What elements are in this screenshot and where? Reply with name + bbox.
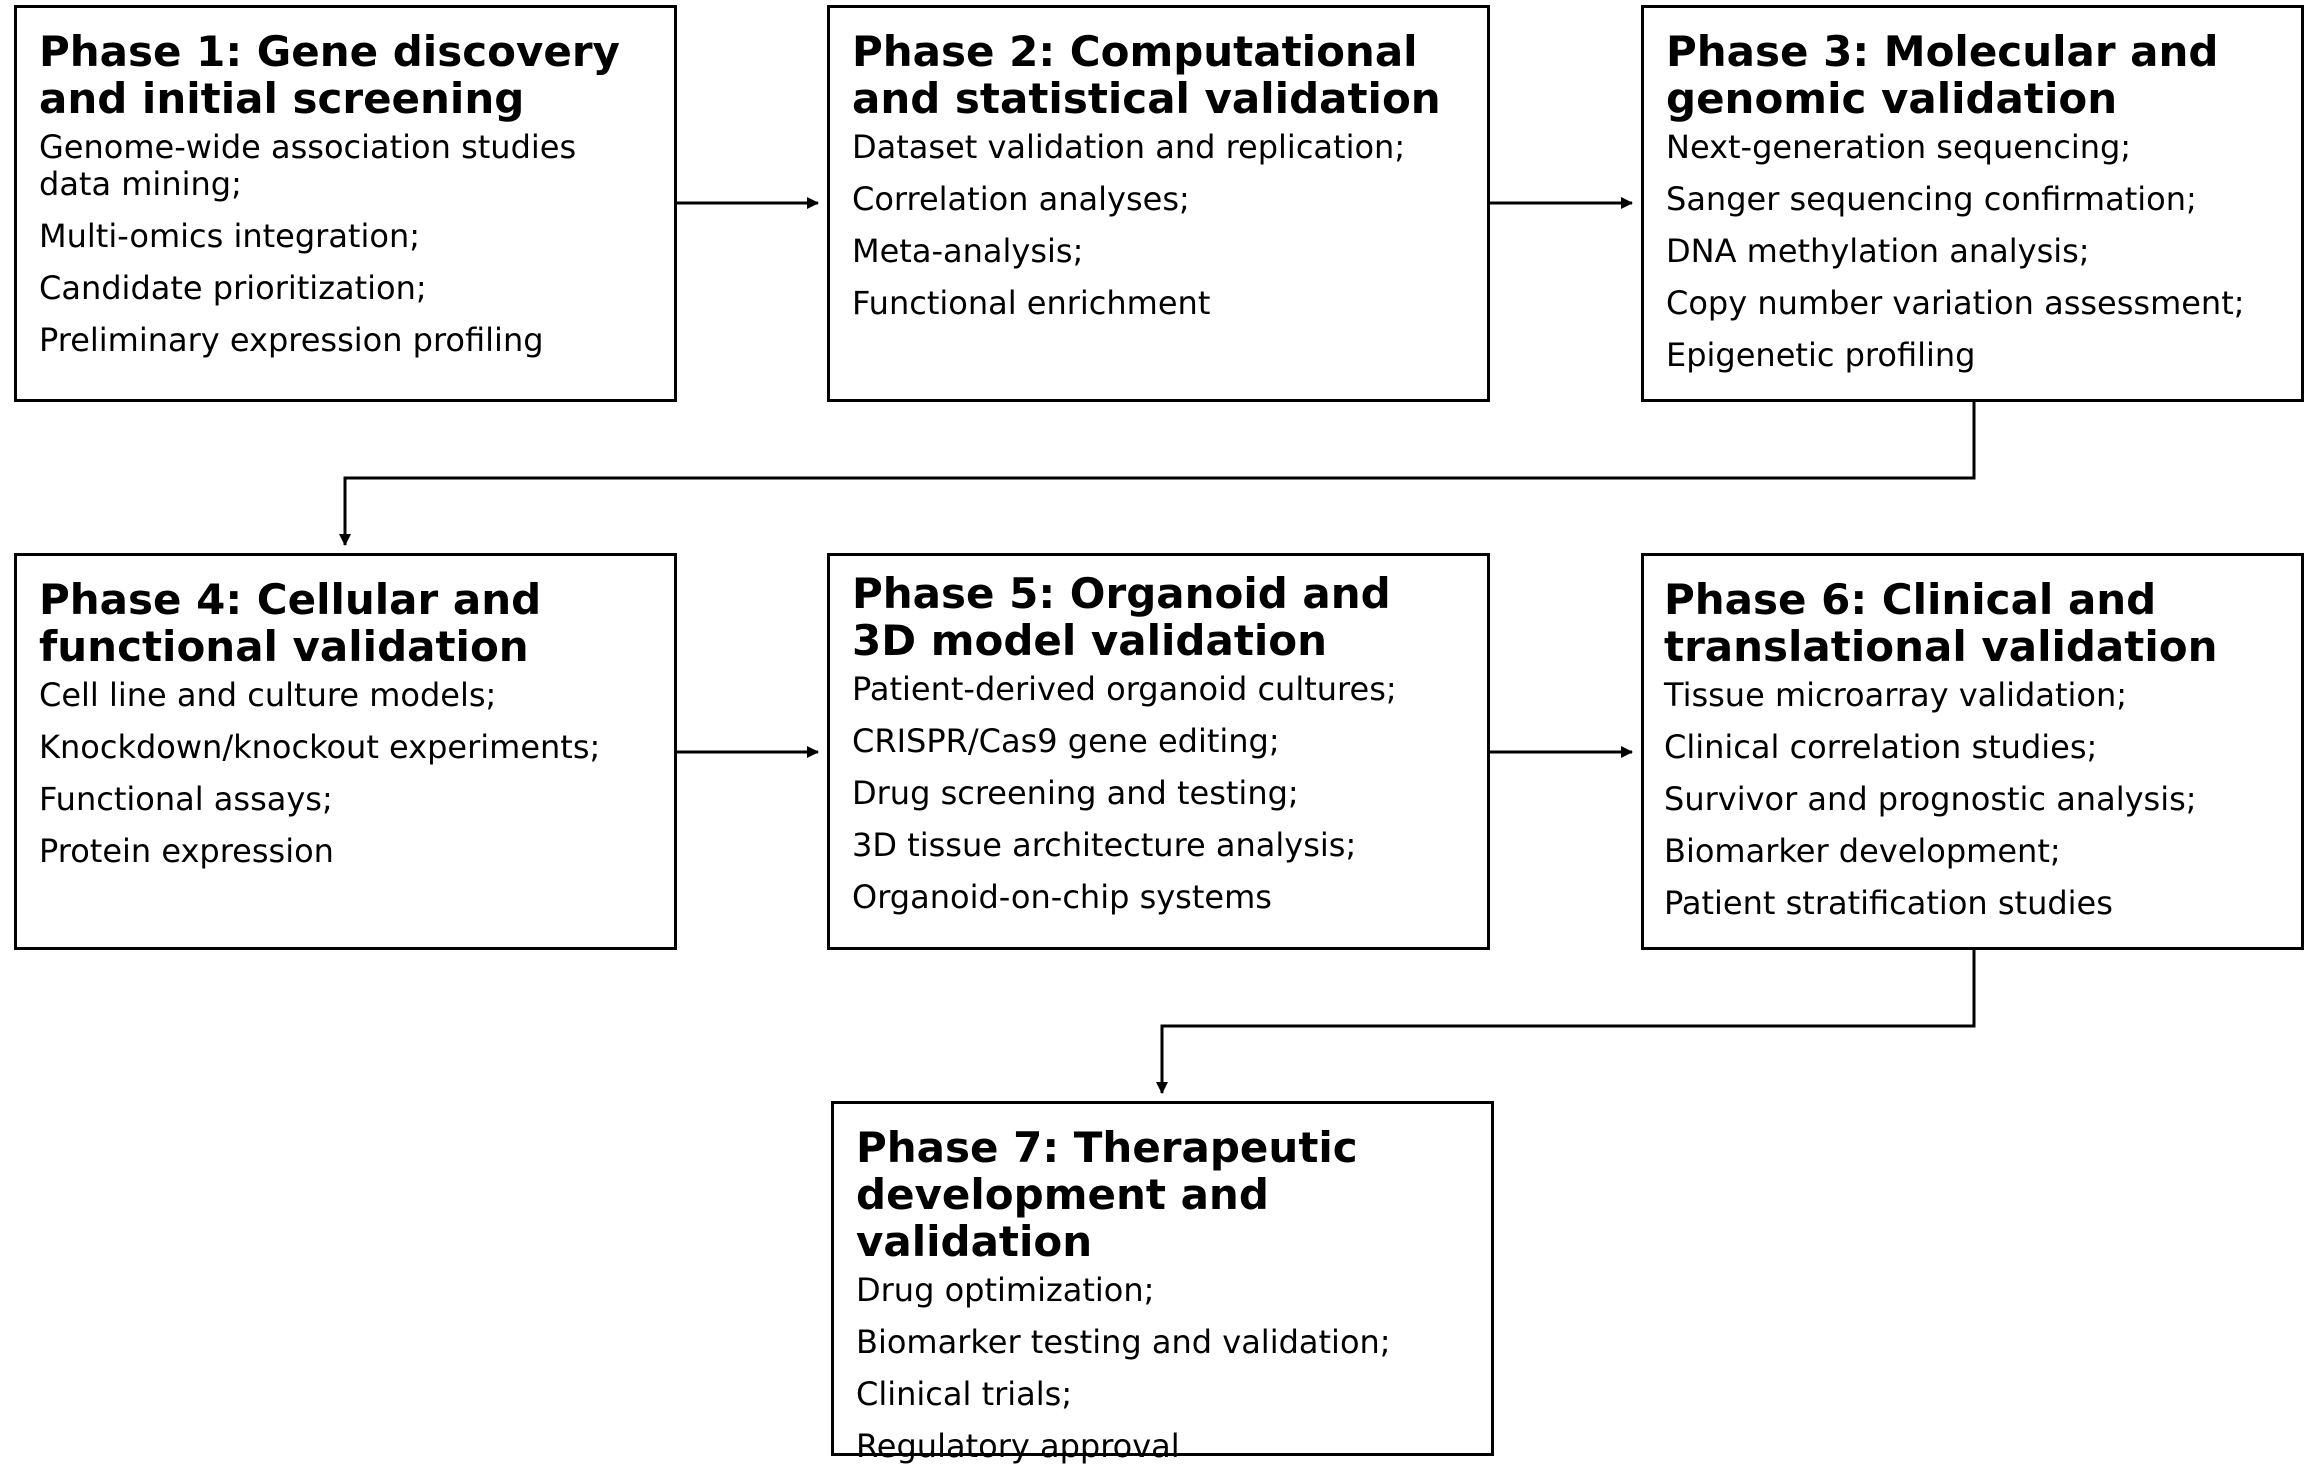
phase-5-item: Drug screening and testing; <box>852 774 1299 812</box>
phase-5-items: Patient-derived organoid cultures; CRISP… <box>852 671 1465 916</box>
arrow-phase6-to-phase7 <box>1156 950 1976 1094</box>
phase-6-item: Clinical correlation studies; <box>1664 728 2098 766</box>
phase-6-box: Phase 6: Clinical and translational vali… <box>1641 553 2304 950</box>
phase-3-item: Epigenetic profiling <box>1666 336 1976 374</box>
phase-4-item: Cell line and culture models; <box>39 676 497 714</box>
phase-2-box: Phase 2: Computational and statistical v… <box>827 5 1490 402</box>
phase-7-box: Phase 7: Therapeutic development and val… <box>831 1101 1494 1465</box>
phase-2-item: Meta-analysis; <box>852 232 1084 270</box>
phase-2-items: Dataset validation and replication; Corr… <box>852 129 1465 322</box>
phase-1-item: Multi-omics integration; <box>39 217 420 255</box>
phase-4-title: Phase 4: Cellular and functional validat… <box>39 575 542 671</box>
arrow-phase3-to-phase4 <box>339 402 1976 546</box>
phase-2-item: Correlation analyses; <box>852 180 1190 218</box>
phase-3-item: Next-generation sequencing; <box>1666 128 2132 166</box>
phase-5-item: Patient-derived organoid cultures; <box>852 670 1397 708</box>
phase-2-item: Functional enrichment <box>852 284 1211 322</box>
phase-6-item: Patient stratification studies <box>1664 884 2113 922</box>
phase-7-item: Drug optimization; <box>856 1271 1155 1309</box>
phase-4-box: Phase 4: Cellular and functional validat… <box>14 553 677 950</box>
phase-4-items: Cell line and culture models; Knockdown/… <box>39 677 652 870</box>
phase-5-item: Organoid-on-chip systems <box>852 878 1272 916</box>
phase-6-title: Phase 6: Clinical and translational vali… <box>1664 575 2218 671</box>
phase-1-items: Genome-wide association studies data min… <box>39 129 652 359</box>
phase-2-title: Phase 2: Computational and statistical v… <box>852 27 1441 123</box>
phase-7-title: Phase 7: Therapeutic development and val… <box>856 1123 1358 1266</box>
phase-7-item: Clinical trials; <box>856 1375 1073 1413</box>
phase-1-item: Genome-wide association studies data min… <box>39 128 577 203</box>
phase-5-item: CRISPR/Cas9 gene editing; <box>852 722 1280 760</box>
phase-5-title: Phase 5: Organoid and 3D model validatio… <box>852 569 1391 665</box>
phase-3-item: Sanger sequencing confirmation; <box>1666 180 2197 218</box>
phase-7-item: Biomarker testing and validation; <box>856 1323 1391 1361</box>
phase-1-item: Preliminary expression profiling <box>39 321 544 359</box>
phase-1-box: Phase 1: Gene discovery and initial scre… <box>14 5 677 402</box>
phase-4-item: Functional assays; <box>39 780 333 818</box>
phase-1-item: Candidate prioritization; <box>39 269 427 307</box>
phase-7-items: Drug optimization; Biomarker testing and… <box>856 1272 1469 1465</box>
phase-6-item: Biomarker development; <box>1664 832 2061 870</box>
phase-7-item: Regulatory approval <box>856 1427 1180 1465</box>
phase-4-item: Knockdown/knockout experiments; <box>39 728 601 766</box>
phase-4-item: Protein expression <box>39 832 334 870</box>
phase-6-item: Tissue microarray validation; <box>1664 676 2128 714</box>
phase-5-item: 3D tissue architecture analysis; <box>852 826 1357 864</box>
phase-5-box: Phase 5: Organoid and 3D model validatio… <box>827 553 1490 950</box>
phase-2-item: Dataset validation and replication; <box>852 128 1406 166</box>
phase-6-items: Tissue microarray validation; Clinical c… <box>1664 677 2279 922</box>
phase-3-title: Phase 3: Molecular and genomic validatio… <box>1666 27 2219 123</box>
phase-3-item: DNA methylation analysis; <box>1666 232 2090 270</box>
phase-3-item: Copy number variation assessment; <box>1666 284 2245 322</box>
phase-3-items: Next-generation sequencing; Sanger seque… <box>1666 129 2279 374</box>
phase-3-box: Phase 3: Molecular and genomic validatio… <box>1641 5 2304 402</box>
phase-6-item: Survivor and prognostic analysis; <box>1664 780 2197 818</box>
phase-1-title: Phase 1: Gene discovery and initial scre… <box>39 27 620 123</box>
